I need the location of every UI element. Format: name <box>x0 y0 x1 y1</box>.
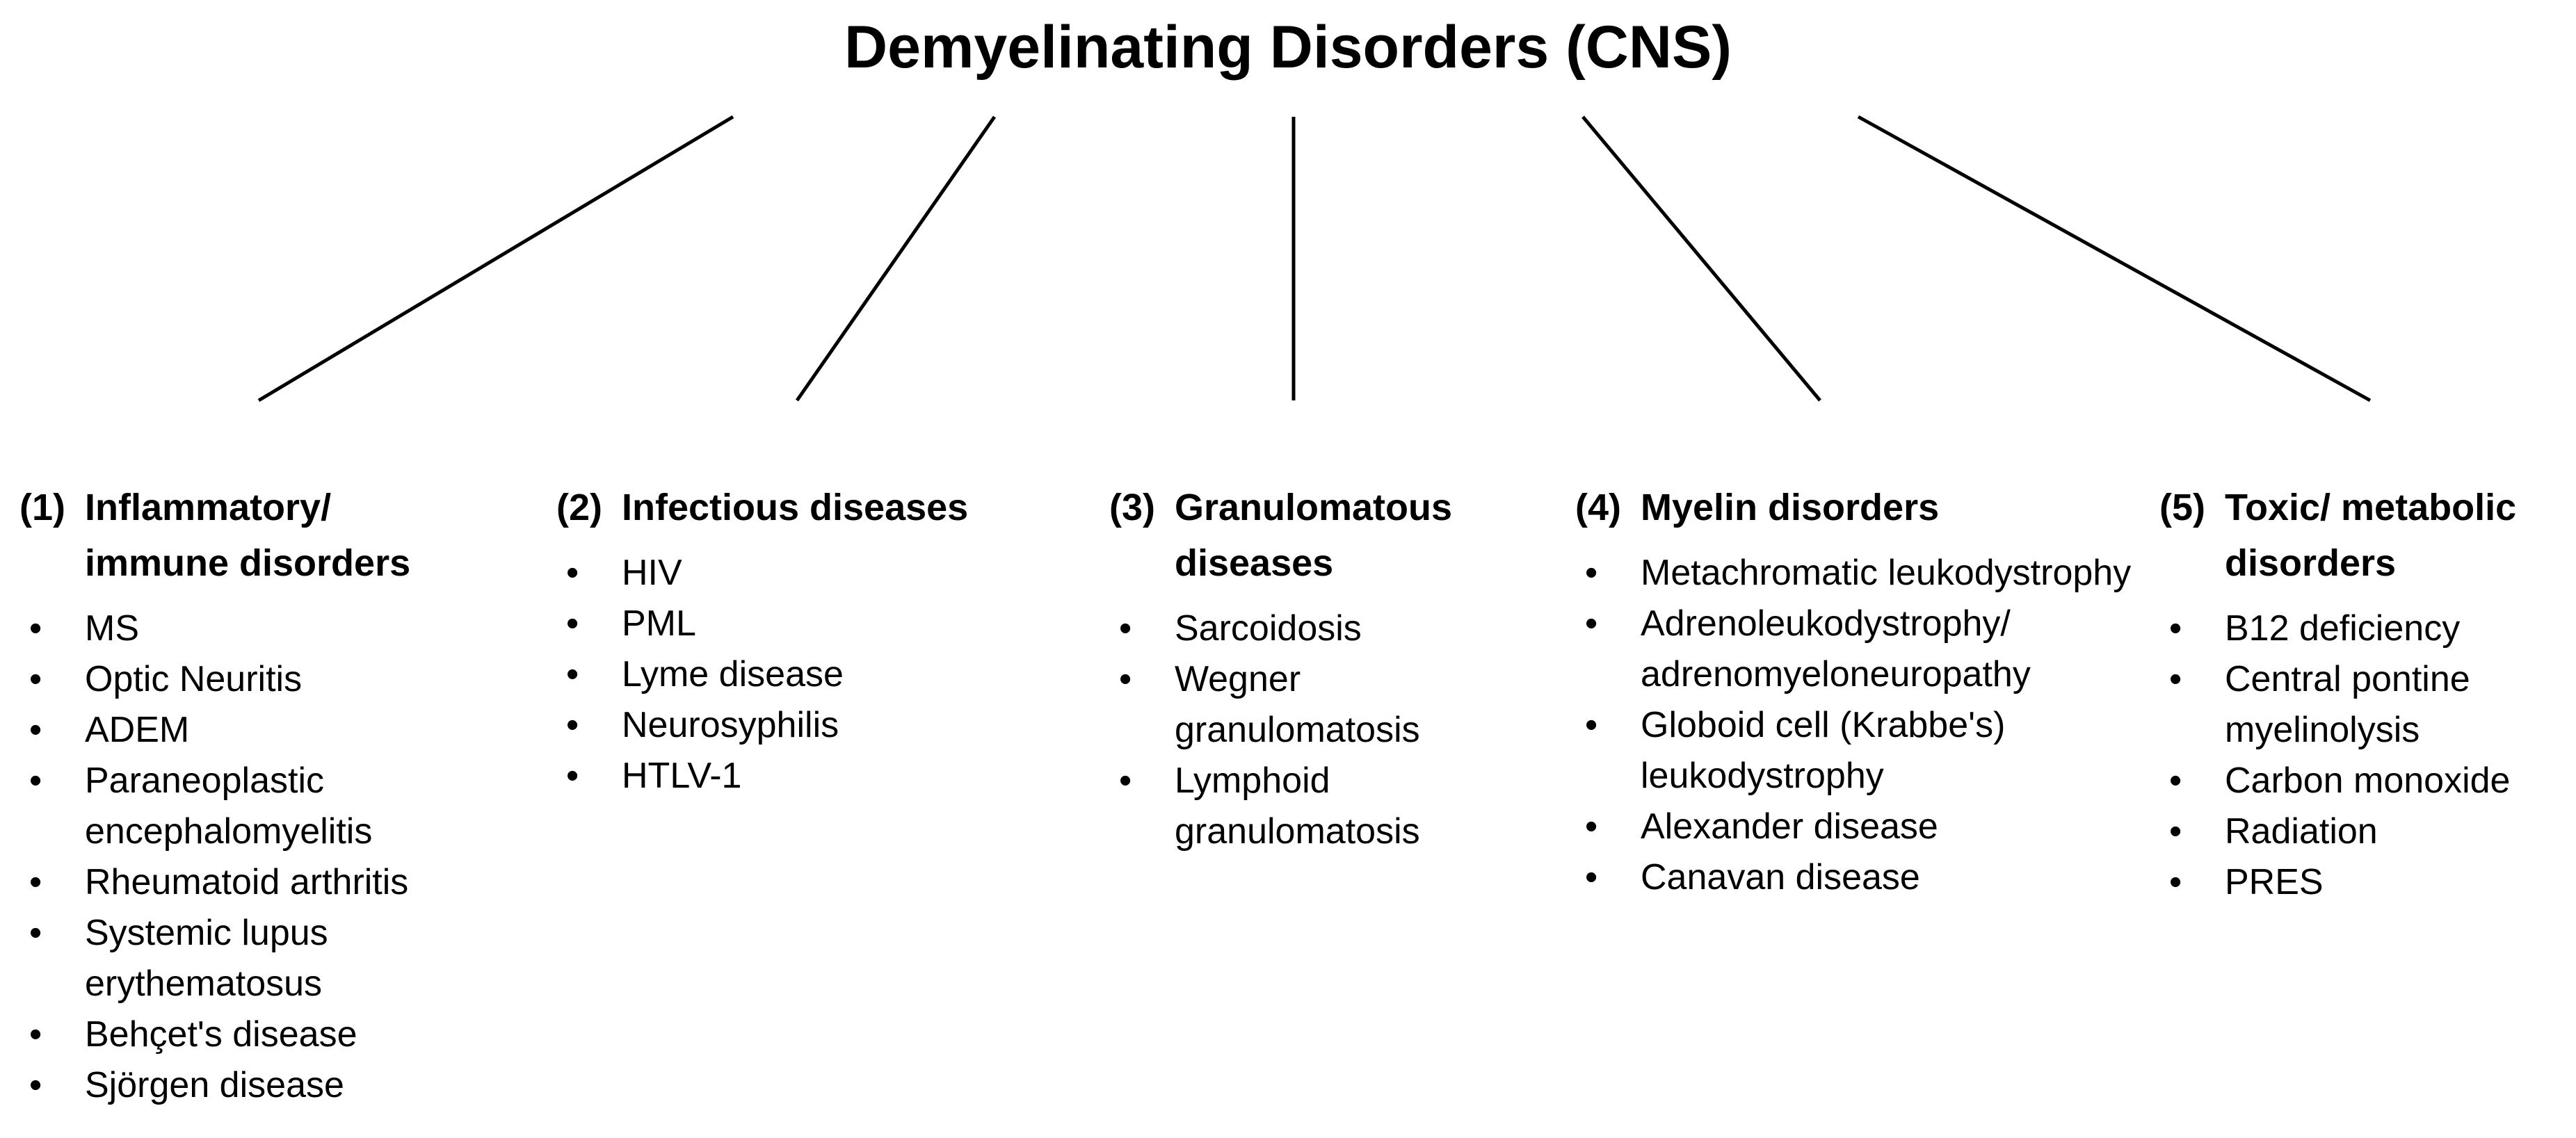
category-number: (4) <box>1575 487 1621 528</box>
category-title: Infectious diseases <box>622 487 969 528</box>
category-number: (5) <box>2159 487 2205 528</box>
disorder-item: Metachromatic leukodystrophy <box>1575 548 2187 599</box>
disorder-item: Optic Neuritis <box>19 654 478 705</box>
disorder-item: Globoid cell (Krabbe's) leukodystrophy <box>1575 700 2187 802</box>
disorder-item: Carbon monoxide <box>2159 756 2576 806</box>
category-heading: (2) Infectious diseases <box>556 480 1043 535</box>
disorder-item: Lymphoid granulomatosis <box>1109 756 1540 857</box>
connector-line-4 <box>1581 115 1821 402</box>
category-title: Granulomatous diseases <box>1175 487 1453 584</box>
disorder-item: Alexander disease <box>1575 802 2187 852</box>
disorder-item: HIV <box>556 548 1043 599</box>
disorder-item: Wegner granulomatosis <box>1109 654 1540 756</box>
disorder-item: Lyme disease <box>556 649 1043 700</box>
category-heading: (3) Granulomatous diseases <box>1109 480 1540 591</box>
disorder-item: B12 deficiency <box>2159 603 2576 654</box>
disorder-list: B12 deficiency Central pontine myelinoly… <box>2159 603 2576 908</box>
category-title: Inflammatory/ immune disorders <box>85 487 411 584</box>
category-granulomatous: (3) Granulomatous diseases Sarcoidosis W… <box>1109 480 1540 857</box>
disorder-item: Paraneoplastic encephalomyelitis <box>19 756 478 857</box>
category-title: Myelin disorders <box>1641 487 1940 528</box>
category-myelin: (4) Myelin disorders Metachromatic leuko… <box>1575 480 2187 903</box>
disorder-item: Sjörgen disease <box>19 1060 478 1111</box>
connector-line-2 <box>795 115 997 402</box>
disorder-list: Metachromatic leukodystrophy Adrenoleuko… <box>1575 548 2187 903</box>
disorder-item: Adrenoleukodystrophy/ adrenomyeloneuropa… <box>1575 599 2187 700</box>
disorder-item: Radiation <box>2159 806 2576 857</box>
category-inflammatory-immune: (1) Inflammatory/ immune disorders MS Op… <box>19 480 478 1111</box>
category-heading: (4) Myelin disorders <box>1575 480 2187 535</box>
category-number: (1) <box>19 487 65 528</box>
category-heading: (1) Inflammatory/ immune disorders <box>19 480 478 591</box>
category-number: (3) <box>1109 487 1155 528</box>
disorder-list: HIV PML Lyme disease Neurosyphilis HTLV-… <box>556 548 1043 802</box>
diagram-title: Demyelinating Disorders (CNS) <box>844 14 1732 81</box>
category-title: Toxic/ metabolic disorders <box>2225 487 2517 584</box>
disorder-list: MS Optic Neuritis ADEM Paraneoplastic en… <box>19 603 478 1111</box>
disorder-item: MS <box>19 603 478 654</box>
category-heading: (5) Toxic/ metabolic disorders <box>2159 480 2576 591</box>
disorder-item: HTLV-1 <box>556 751 1043 802</box>
disorder-item: Rheumatoid arthritis <box>19 857 478 908</box>
category-toxic-metabolic: (5) Toxic/ metabolic disorders B12 defic… <box>2159 480 2576 908</box>
disorder-item: Sarcoidosis <box>1109 603 1540 654</box>
disorder-item: PRES <box>2159 857 2576 908</box>
disorder-item: Central pontine myelinolysis <box>2159 654 2576 756</box>
disorder-item: Neurosyphilis <box>556 700 1043 751</box>
disorder-list: Sarcoidosis Wegner granulomatosis Lympho… <box>1109 603 1540 857</box>
disorder-item: PML <box>556 599 1043 649</box>
disorder-item: Behçet's disease <box>19 1009 478 1060</box>
disorder-item: ADEM <box>19 705 478 756</box>
disorder-item: Systemic lupus erythematosus <box>19 908 478 1009</box>
category-infectious: (2) Infectious diseases HIV PML Lyme dis… <box>556 480 1043 802</box>
connector-line-5 <box>1857 115 2372 403</box>
disorder-item: Canavan disease <box>1575 852 2187 903</box>
category-number: (2) <box>556 487 602 528</box>
connector-line-1 <box>257 115 734 403</box>
